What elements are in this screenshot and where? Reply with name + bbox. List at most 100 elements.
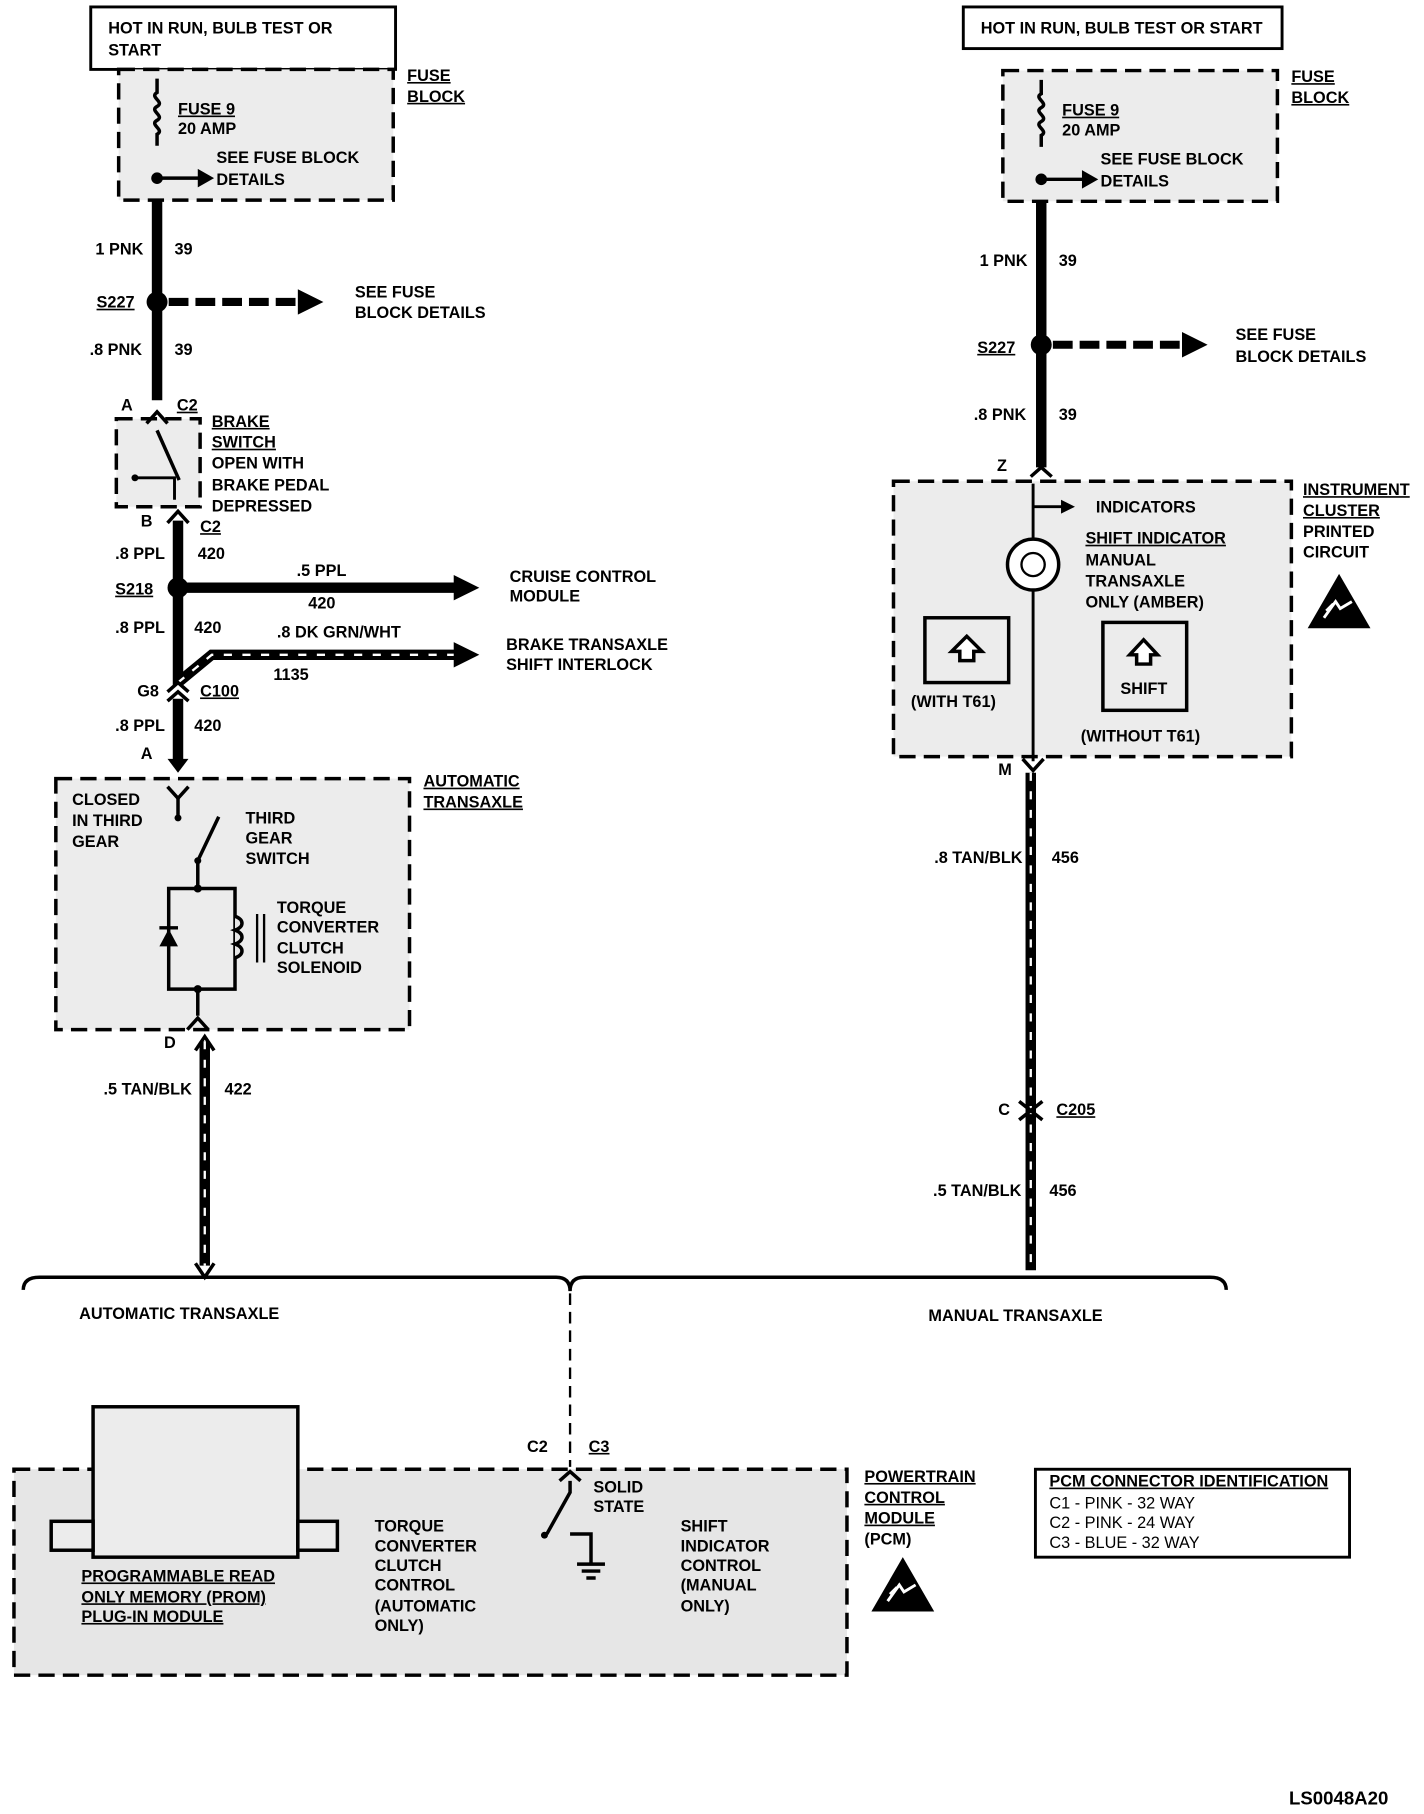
brake-top-connector [145,409,169,425]
third-gear-line1: THIRD [245,810,295,828]
third-gear-line3: SWITCH [245,850,309,868]
solid-state-node [540,1531,548,1539]
prom-line3: PLUG-IN MODULE [81,1608,223,1626]
c100-label: C100 [200,682,239,700]
left-w1-circuit: 39 [175,241,193,259]
tcc-control-3: CLUTCH [375,1557,442,1575]
pcm-title-2: CONTROL [864,1489,945,1507]
c100-connector-top [166,680,190,694]
left-w4-circuit: 420 [194,619,221,637]
right-w2-circuit: 39 [1059,406,1077,424]
shift-indicator-desc-2: TRANSAXLE [1085,573,1185,591]
closed-line3: GEAR [72,833,119,851]
pcm-connector-id-table: PCM CONNECTOR IDENTIFICATION C1 - PINK -… [1033,1467,1351,1559]
cruise-gauge: .5 PPL [297,562,347,580]
bracket-line [21,1275,1228,1292]
brake-switch-title-2: SWITCH [212,434,276,452]
left-w6-circuit: 422 [225,1080,252,1098]
right-splice-s227 [1030,334,1052,356]
interlock-dest-1: BRAKE TRANSAXLE [506,636,668,654]
tcc-line2: CONVERTER [277,918,379,936]
left-splice-s227-label: S227 [97,294,135,312]
interlock-arrowhead [453,642,480,668]
brake-conn-bottom: C2 [200,518,221,536]
tcc-control-5: (AUTOMATIC [375,1598,477,1616]
conn-id-row-1: C1 - PINK - 32 WAY [1049,1495,1195,1513]
right-w3-circuit: 456 [1052,849,1079,867]
shift-indicator-desc-3: ONLY (AMBER) [1085,593,1204,611]
left-w5-gauge: .8 PPL [115,717,165,735]
brake-desc-3: DEPRESSED [212,497,313,515]
interlock-wire [174,649,457,687]
pcm-title-3: MODULE [864,1510,935,1528]
third-gear-switch-contact [196,816,221,862]
interlock-circuit: 1135 [273,666,308,684]
prom-line1: PROGRAMMABLE READ [81,1568,275,1586]
right-w2-gauge: .8 PNK [974,406,1027,424]
cluster-printed-1: PRINTED [1303,523,1375,541]
right-s227-see-line1: SEE FUSE [1236,326,1317,344]
brake-bottom-connector [166,508,190,525]
right-fuse-see-line2: DETAILS [1101,172,1170,190]
cluster-title-1: INSTRUMENT [1303,481,1410,499]
right-circuit: HOT IN RUN, BULB TEST OR START FUSE BLOC… [891,5,1410,1271]
closed-line2: IN THIRD [72,812,143,830]
c100-pin: G8 [137,682,159,700]
right-fuse-symbol [1037,79,1046,147]
c205-label: C205 [1056,1101,1095,1119]
shift-indicator-lamp-inner [1020,551,1046,578]
pcm-title-1: POWERTRAIN [864,1468,975,1486]
bracket-automatic-label: AUTOMATIC TRANSAXLE [79,1305,279,1323]
splice-s218-label: S218 [115,581,153,599]
cruise-circuit: 420 [308,595,335,613]
pcm: PROGRAMMABLE READ ONLY MEMORY (PROM) PLU… [12,1405,976,1677]
right-s227-see-line2: BLOCK DETAILS [1236,348,1367,366]
solid-state-line1: SOLID [593,1478,643,1496]
tcc-coil [230,914,244,960]
shift-control-4: (MANUAL [681,1577,757,1595]
left-fuse-rating: 20 AMP [178,120,236,138]
trans-arrowhead [167,758,189,773]
cruise-arrowhead [453,574,480,601]
shift-control-5: ONLY) [681,1598,730,1616]
solid-state-switch [545,1480,593,1565]
third-gear-line2: GEAR [245,829,292,847]
cruise-dest-2: MODULE [510,588,581,606]
cluster-bottom-connector [1021,757,1045,774]
pcm-conn: C3 [589,1438,610,1456]
left-s227-see-line1: SEE FUSE [355,283,436,301]
brake-pin-b: B [141,512,153,530]
shift-control-1: SHIFT [681,1518,728,1536]
shift-indicator-title: SHIFT INDICATOR [1085,530,1226,548]
tcc-line4: SOLENOID [277,959,362,977]
brake-switch-bottom [134,476,176,500]
interlock-dest-2: SHIFT INTERLOCK [506,656,653,674]
closed-line1: CLOSED [72,791,140,809]
pcm-pin: C2 [527,1438,548,1456]
tcc-control-1: TORQUE [375,1518,445,1536]
without-t61-label: (WITHOUT T61) [1081,728,1200,746]
left-circuit: HOT IN RUN, BULB TEST OR START FUSE BLOC… [54,5,668,1281]
cluster-printed-2: CIRCUIT [1303,544,1369,562]
left-power-source-line1: HOT IN RUN, BULB TEST OR [108,20,333,38]
left-fuse-see-line1: SEE FUSE BLOCK [216,149,359,167]
left-power-source-box [89,5,398,71]
conn-id-row-3: C3 - BLUE - 32 WAY [1049,1534,1199,1552]
tcc-node-bottom [193,985,202,994]
left-power-source-line2: START [108,42,161,60]
left-fuse-symbol [153,78,162,146]
conn-id-title: PCM CONNECTOR IDENTIFICATION [1049,1473,1328,1491]
trans-pin-a: A [141,745,153,763]
tcc-loop [166,860,237,1016]
cruise-dest-1: CRUISE CONTROL [510,568,657,586]
tcc-control-2: CONVERTER [375,1537,477,1555]
pcm-abbrev: (PCM) [864,1530,911,1548]
splice-s218 [167,577,189,599]
right-fuse-rating: 20 AMP [1062,121,1120,139]
with-t61-label: (WITH T61) [911,693,996,711]
brake-switch-title-1: BRAKE [212,413,270,431]
left-w2-circuit: 39 [175,341,193,359]
tcc-line1: TORQUE [277,899,347,917]
ground-symbol [577,1562,605,1580]
